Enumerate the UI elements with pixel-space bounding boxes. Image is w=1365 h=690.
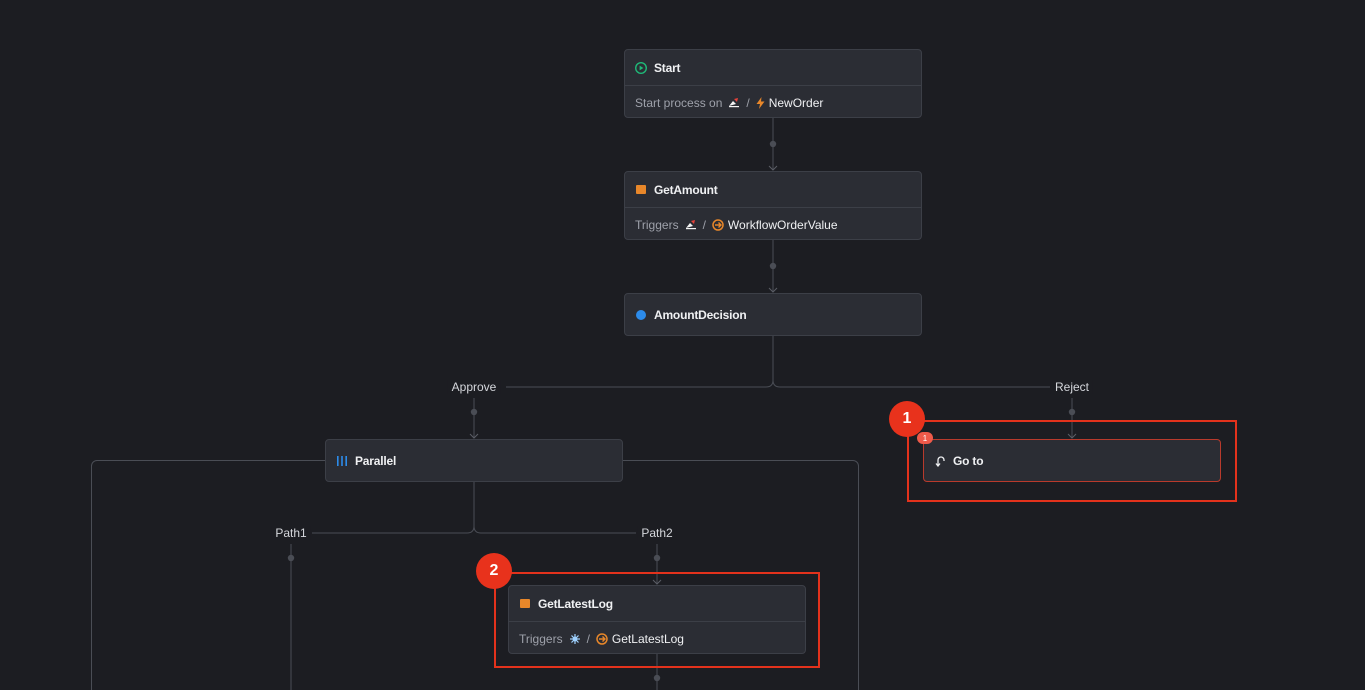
get-latest-log-node-target: GetLatestLog <box>611 631 684 646</box>
start-node-separator: / <box>746 95 750 110</box>
start-node-body: Start process on / NewOrder <box>625 85 921 119</box>
start-node-title: Start <box>654 60 681 75</box>
amount-decision-node-header: AmountDecision <box>625 294 921 335</box>
get-amount-node-header: GetAmount <box>625 172 921 207</box>
get-latest-log-node-body: Triggers / GetLatestLog <box>509 621 805 655</box>
bolt-icon <box>756 96 765 109</box>
decision-dot-icon <box>635 309 647 321</box>
branch-label-reject[interactable]: Reject <box>1050 380 1094 394</box>
parallel-node[interactable]: Parallel <box>325 439 623 482</box>
workflow-icon <box>712 218 724 231</box>
task-square-icon <box>635 184 647 196</box>
get-latest-log-node-prefix: Triggers <box>519 631 563 646</box>
annotation-marker-1: 1 <box>889 401 925 437</box>
get-amount-node-separator: / <box>702 217 706 232</box>
annotation-highlight-2 <box>494 572 820 668</box>
parallel-node-header: Parallel <box>326 440 622 481</box>
get-latest-log-node-title: GetLatestLog <box>538 596 613 611</box>
get-amount-node-title: GetAmount <box>654 182 718 197</box>
get-latest-log-node-separator: / <box>586 631 590 646</box>
service-icon <box>728 97 740 108</box>
service-icon <box>685 219 697 230</box>
loop-arrow-icon <box>934 455 946 467</box>
task-square-icon <box>519 598 531 610</box>
get-amount-node-target: WorkflowOrderValue <box>727 217 838 232</box>
goto-node-title: Go to <box>953 453 984 468</box>
start-node-event: NewOrder <box>768 95 824 110</box>
error-count-badge: 1 <box>917 432 933 444</box>
get-latest-log-node[interactable]: GetLatestLog Triggers / GetLatestLog <box>508 585 806 654</box>
goto-node[interactable]: 1 Go to <box>917 432 1221 482</box>
start-node[interactable]: Start Start process on / NewOrder <box>624 49 922 118</box>
parallel-bars-icon <box>336 455 348 467</box>
get-amount-node-body: Triggers / WorkflowOrderValue <box>625 207 921 241</box>
annotation-marker-2: 2 <box>476 553 512 589</box>
start-node-header: Start <box>625 50 921 85</box>
annotation-highlight-1 <box>907 420 1237 502</box>
goto-node-header: Go to <box>924 440 1220 481</box>
play-icon <box>635 61 647 74</box>
branch-label-path1[interactable]: Path1 <box>271 526 311 540</box>
branch-label-approve[interactable]: Approve <box>447 380 501 394</box>
branch-label-path2[interactable]: Path2 <box>637 526 677 540</box>
start-node-prefix: Start process on <box>635 95 723 110</box>
get-amount-node[interactable]: GetAmount Triggers / WorkflowOrderValue <box>624 171 922 240</box>
kubernetes-icon <box>569 633 581 645</box>
amount-decision-node-title: AmountDecision <box>654 307 747 322</box>
amount-decision-node[interactable]: AmountDecision <box>624 293 922 336</box>
parallel-node-title: Parallel <box>355 453 397 468</box>
workflow-icon <box>596 632 608 645</box>
get-amount-node-prefix: Triggers <box>635 217 679 232</box>
get-latest-log-node-header: GetLatestLog <box>509 586 805 621</box>
